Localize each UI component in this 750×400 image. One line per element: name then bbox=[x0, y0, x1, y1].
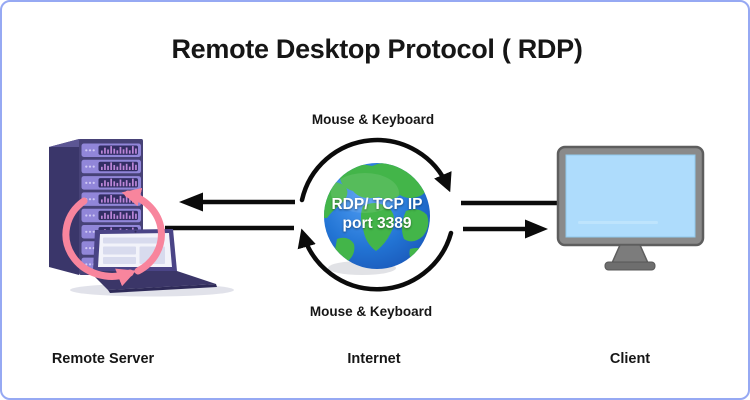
internet-protocol-badge: RDP/ TCP IP port 3389 bbox=[296, 195, 458, 233]
sync-cycle-icon bbox=[62, 187, 165, 287]
arrowhead-left-icon bbox=[179, 192, 203, 212]
protocol-line: RDP/ TCP IP bbox=[331, 196, 423, 213]
arrowhead-right-icon bbox=[525, 219, 548, 239]
cycle-arrow-bottom-icon bbox=[297, 228, 454, 292]
port-line: port 3389 bbox=[342, 215, 412, 232]
connector-lines bbox=[165, 199, 562, 232]
cycle-arrow-top-icon bbox=[299, 137, 452, 203]
globe-icon bbox=[324, 163, 430, 269]
monitor-icon bbox=[556, 145, 705, 271]
caption-remote-server: Remote Server bbox=[51, 351, 155, 367]
page-title: Remote Desktop Protocol ( RDP) bbox=[171, 34, 583, 64]
caption-internet: Internet bbox=[347, 351, 401, 367]
caption-client: Client bbox=[609, 351, 651, 367]
flow-label-bottom: Mouse & Keyboard bbox=[309, 304, 433, 319]
flow-label-top: Mouse & Keyboard bbox=[311, 112, 435, 127]
